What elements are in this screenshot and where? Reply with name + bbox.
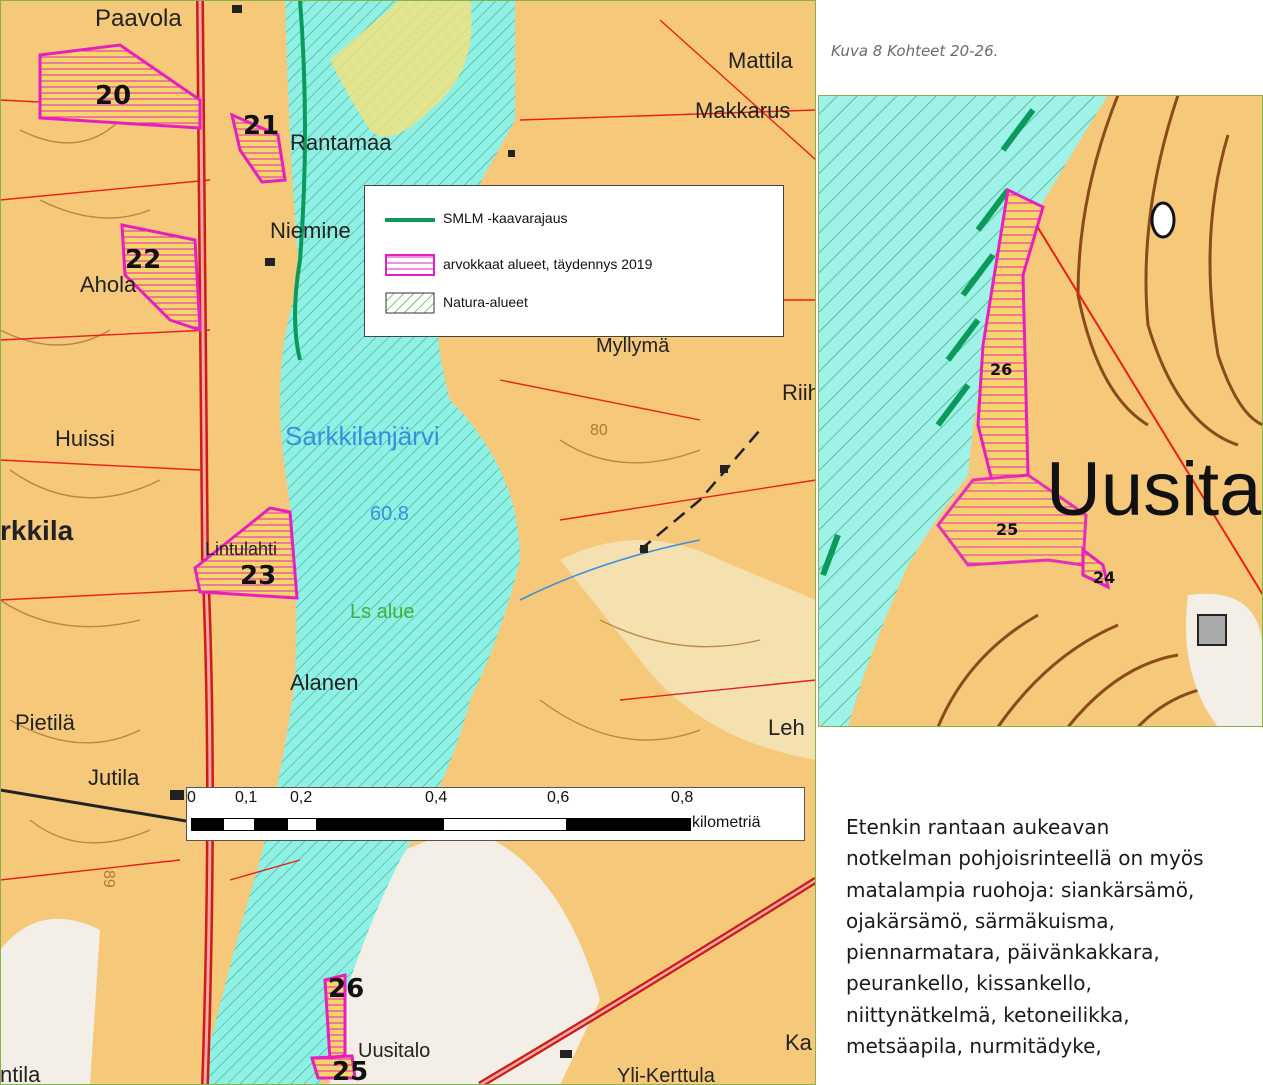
scale-segment: [317, 818, 443, 831]
scale-segment: [567, 818, 691, 831]
lake-name-label: Sarkkilanjärvi: [285, 421, 440, 451]
site-number-21: 21: [243, 111, 279, 141]
clearing: [560, 540, 816, 760]
place-label-riih: Riih: [782, 380, 816, 405]
area-20: [38, 43, 202, 130]
lake-level-label: 60.8: [370, 503, 409, 525]
inset-smlm-boundary: [820, 108, 1036, 577]
zone-label-ls-alue: Ls alue: [350, 601, 415, 623]
scale-tick: 0,8: [671, 789, 694, 806]
inset-building: [1197, 614, 1227, 646]
text-line: ojakärsämö, särmäkuisma,: [846, 908, 1115, 933]
place-label-rkkila: rkkila: [0, 515, 74, 546]
scale-tick: 0,4: [425, 789, 448, 806]
body-paragraph: Etenkin rantaan aukeavan notkelman pohjo…: [846, 812, 1263, 1062]
text-line: matalampia ruohoja: siankärsämö,: [846, 877, 1195, 902]
site-number-26: 26: [328, 974, 364, 1004]
legend-label: arvokkaat alueet, täydennys 2019: [443, 256, 653, 272]
scale-segment: [223, 818, 255, 831]
green-hatched-box-icon: [385, 292, 435, 314]
place-label-leh: Leh: [768, 715, 805, 740]
text-line: niittynätkelmä, ketoneilikka,: [846, 1002, 1130, 1027]
smlm-boundary: [293, 0, 307, 361]
scale-tick: 0,6: [547, 789, 570, 806]
scale-segment: [443, 818, 567, 831]
wetland: [330, 0, 472, 137]
scale-tick: 0,2: [290, 789, 313, 806]
text-line: Etenkin rantaan aukeavan: [846, 815, 1110, 839]
area-22: [120, 223, 202, 333]
contour-label-89: 89: [100, 870, 117, 888]
inset-area-25: [936, 473, 1088, 567]
place-label-huissi: Huissi: [55, 426, 115, 451]
inset-site-number-24: 24: [1093, 568, 1115, 587]
inset-area-24: [1081, 547, 1111, 590]
text-line: metsäapila, nurmitädyke,: [846, 1034, 1102, 1059]
place-label-alanen: Alanen: [290, 670, 359, 695]
inset-site-number-25: 25: [996, 520, 1018, 539]
place-label-jutila: Jutila: [88, 765, 140, 790]
green-line-icon: [385, 218, 435, 222]
main-map: Paavola Mattila Makkarus Rantamaa Niemin…: [0, 0, 816, 1085]
inset-site-number-26: 26: [990, 360, 1012, 379]
contour-label-80: 80: [590, 422, 608, 439]
area-23: [193, 506, 299, 600]
scale-segment: [191, 818, 223, 831]
scale-tick: 0,1: [235, 789, 258, 806]
place-label-rantamaa: Rantamaa: [290, 130, 392, 155]
text-line: peurankello, kissankello,: [846, 971, 1092, 996]
place-label-paavola: Paavola: [95, 5, 182, 32]
magenta-hatched-box-icon: [385, 254, 435, 276]
scale-segment: [287, 818, 317, 831]
place-label-uusitalo: Uusitalo: [358, 1040, 430, 1062]
map-legend: SMLM -kaavarajaus arvokkaat alueet, täyd…: [364, 185, 784, 337]
inset-place-label-uusitalo: Uusita: [1046, 447, 1262, 532]
site-number-25: 25: [332, 1057, 368, 1085]
track: [639, 429, 761, 551]
place-label-ntila: ntila: [0, 1062, 41, 1085]
inset-lake: [818, 95, 1108, 727]
text-line: piennarmatara, päivänkakkara,: [846, 940, 1160, 965]
place-label-lintula: Lintulahti: [205, 539, 277, 559]
place-label-niemine: Niemine: [270, 218, 351, 243]
area-21: [229, 112, 287, 184]
legend-label: Natura-alueet: [443, 294, 528, 310]
place-label-myllym: Myllymä: [596, 335, 670, 357]
place-label-makkarus: Makkarus: [695, 98, 790, 123]
legend-label: SMLM -kaavarajaus: [443, 210, 568, 226]
place-label-yli-kerttula: Yli-Kerttula: [617, 1065, 716, 1085]
site-number-20: 20: [95, 81, 131, 111]
clearing: [0, 918, 100, 1085]
building-markers: [170, 5, 728, 1058]
inset-pond: [1150, 201, 1176, 239]
text-line: notkelman pohjoisrinteellä on myös: [846, 846, 1204, 871]
scale-bar: 0 0,1 0,2 0,4 0,6 0,8 kilometriä: [186, 787, 805, 841]
site-number-22: 22: [125, 245, 161, 275]
site-number-23: 23: [240, 561, 276, 591]
scale-segment: [255, 818, 287, 831]
place-label-mattila: Mattila: [728, 48, 794, 73]
inset-contours: [936, 95, 1263, 727]
area-25: [310, 1054, 357, 1080]
scale-unit-label: kilometriä: [692, 814, 761, 831]
stream: [519, 539, 701, 601]
place-label-pietila: Pietilä: [15, 710, 76, 735]
scale-tick: 0: [187, 789, 196, 806]
inset-map: Uusita 26 25 24: [818, 95, 1263, 727]
figure-caption: Kuva 8 Kohteet 20-26.: [831, 42, 999, 60]
place-label-ka: Ka: [785, 1030, 813, 1055]
place-label-ahola: Ahola: [80, 272, 137, 297]
